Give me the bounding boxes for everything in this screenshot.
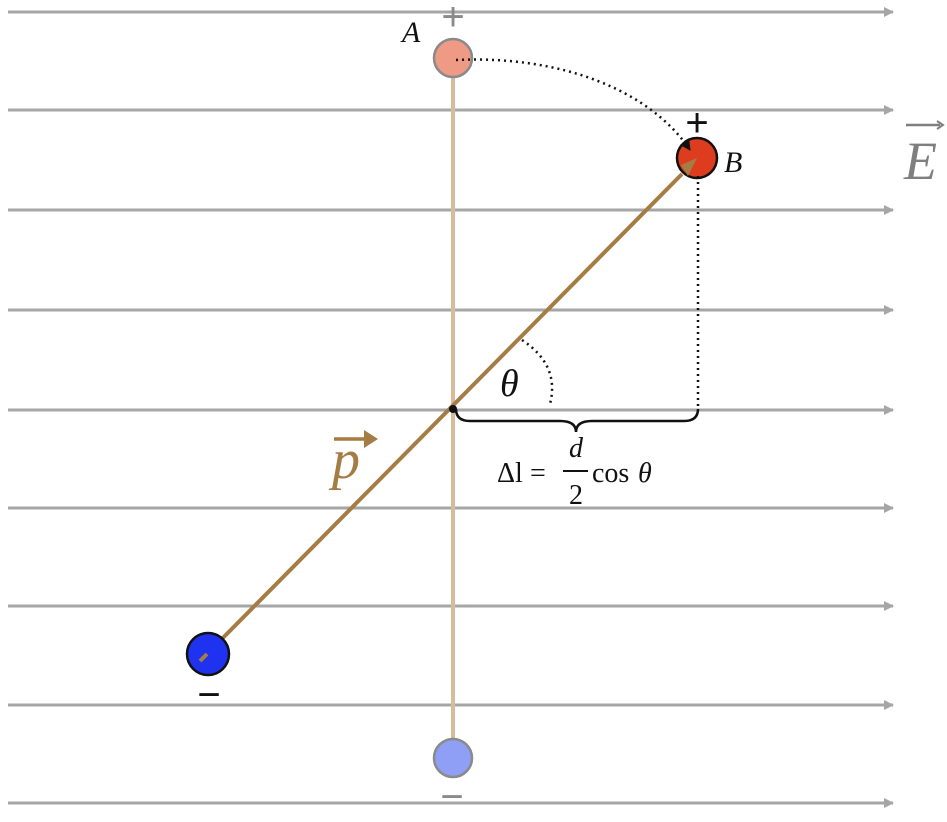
label-b: B <box>724 146 742 179</box>
faded-negative-charge <box>432 737 474 779</box>
delta-l-formula: Δl = d 2 cos θ <box>497 433 652 511</box>
formula-var: θ <box>638 458 652 489</box>
dipole-rod-tail <box>198 652 209 663</box>
negative-charge <box>185 631 231 677</box>
label-a: A <box>400 16 421 49</box>
faded-positive-charge-a <box>432 37 474 79</box>
dipole-rod-arrowhead <box>681 158 697 176</box>
angle-arc <box>521 338 554 405</box>
plus-sign: + <box>685 101 708 145</box>
faded-minus-sign: − <box>440 775 463 819</box>
formula-equals: = <box>530 458 546 489</box>
field-vector-arrow-icon <box>936 120 945 130</box>
delta-l-brace <box>454 408 700 433</box>
faded-plus-sign: + <box>441 0 464 39</box>
formula-lhs: Δl <box>497 458 523 489</box>
minus-sign: − <box>197 673 220 717</box>
formula-denominator: 2 <box>569 480 583 511</box>
label-field: E <box>903 131 937 191</box>
dipole-moment-arrow-icon <box>364 430 378 448</box>
formula-func: cos <box>592 458 629 489</box>
label-angle: θ <box>500 363 519 405</box>
formula-numerator: d <box>569 433 584 464</box>
rotation-path <box>455 58 692 151</box>
dipole-rod <box>205 172 684 656</box>
label-dipole-moment: p <box>328 429 360 491</box>
